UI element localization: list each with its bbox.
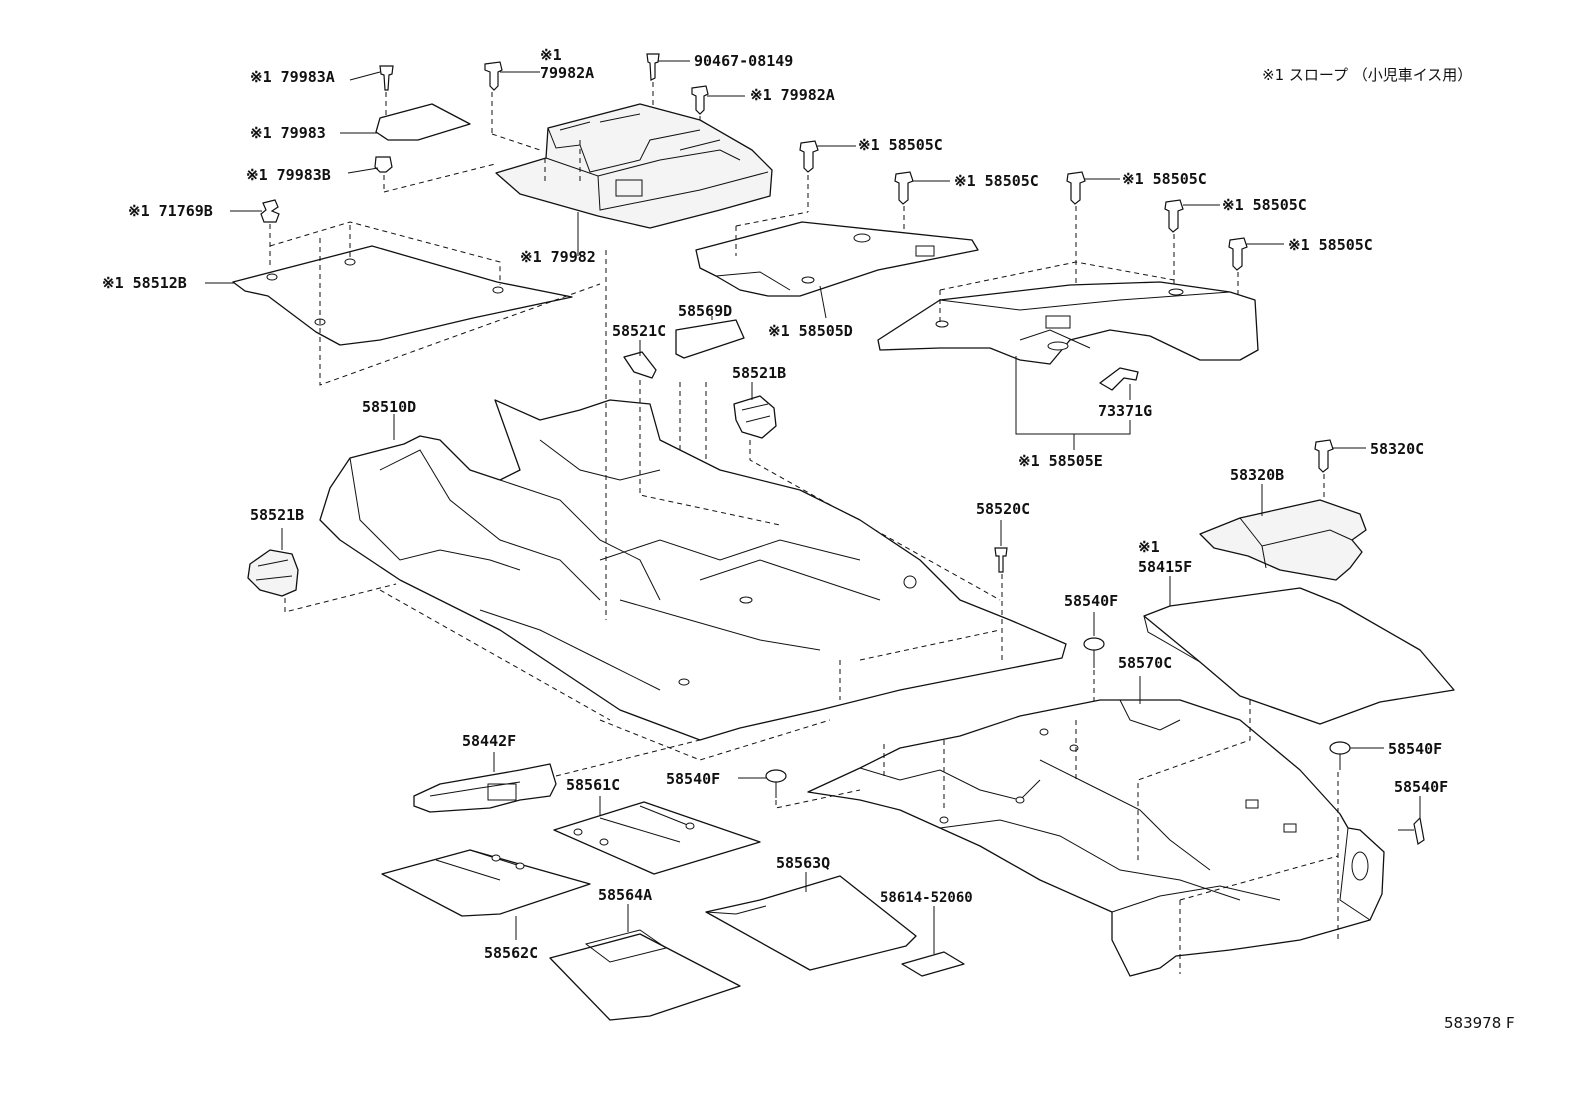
- label-79982a-right: ※1 79982A: [750, 86, 835, 104]
- clip-58540f-3: [738, 769, 787, 798]
- label-79983: ※1 79983: [250, 124, 326, 142]
- label-58614-52060: [901, 906, 965, 977]
- label-58512b: ※1 58512B: [102, 274, 187, 292]
- label-58561c: 58561C: [566, 776, 620, 794]
- label-58505d: ※1 58505D: [768, 322, 853, 340]
- label-58320b: 58320B: [1230, 466, 1284, 484]
- label-58521b-left: 58521B: [250, 506, 304, 524]
- clip-58505c-2: [894, 171, 950, 205]
- trim-58442f: [413, 752, 557, 813]
- floor-58570c: [807, 676, 1385, 977]
- label-58505c-5: ※1 58505C: [1288, 236, 1373, 254]
- label-58320c: 58320C: [1370, 440, 1424, 458]
- label-79982a-top-mark: ※1: [540, 46, 562, 64]
- clip-79982a-right: [691, 85, 745, 115]
- label-73371g: 73371G: [1098, 402, 1152, 420]
- label-79982: ※1 79982: [520, 248, 596, 266]
- clip-79983b: [347, 156, 393, 174]
- mat-58564a: [549, 904, 741, 1021]
- clip-58505c-3: [1066, 171, 1120, 205]
- label-79982a-top: 79982A: [540, 64, 594, 82]
- cover-58415f: [1143, 576, 1455, 725]
- label-58540f-2: 58540F: [1388, 740, 1442, 758]
- label-58521c: 58521C: [612, 322, 666, 340]
- label-58505e: ※1 58505E: [1018, 452, 1103, 470]
- label-58415f-mark: ※1: [1138, 538, 1160, 556]
- label-79983a: ※1 79983A: [250, 68, 335, 86]
- label-58505c-3: ※1 58505C: [1122, 170, 1207, 188]
- clip-58540f-2: [1329, 741, 1384, 770]
- label-58505c-1: ※1 58505C: [858, 136, 943, 154]
- label-58614-52060: 58614-52060: [880, 890, 973, 906]
- label-58505c-2: ※1 58505C: [954, 172, 1039, 190]
- label-58563q: 58563Q: [776, 854, 830, 872]
- cover-79982: [495, 103, 773, 256]
- label-58540f-4: 58540F: [1394, 778, 1448, 796]
- clip-79983a: [349, 65, 394, 91]
- label-58510d: 58510D: [362, 398, 416, 416]
- clip-58320c: [1314, 439, 1366, 473]
- legend-note: ※1 スロープ （小児車イス用）: [1262, 66, 1472, 84]
- mat-58512b: [205, 245, 573, 346]
- clip-58505c-1: [799, 140, 856, 173]
- label-71769b: ※1 71769B: [128, 202, 213, 220]
- plate-58505e: [877, 281, 1259, 365]
- clip-58505c-4: [1164, 199, 1220, 233]
- label-58415f: 58415F: [1138, 558, 1192, 576]
- label-58562c: 58562C: [484, 944, 538, 962]
- trim-73371g: [1099, 367, 1139, 400]
- bolt-90467: [646, 53, 690, 81]
- clip-58520c: [994, 520, 1008, 573]
- label-58505c-4: ※1 58505C: [1222, 196, 1307, 214]
- bracket-58521c: [623, 340, 657, 379]
- label-58442f: 58442F: [462, 732, 516, 750]
- mat-58562c: [381, 849, 591, 940]
- clip-71769b: [230, 199, 280, 223]
- label-58564a: 58564A: [598, 886, 652, 904]
- diagram-code: 583978 F: [1444, 1014, 1515, 1032]
- clip-58505c-5: [1228, 237, 1284, 271]
- clip-58540f-4: [1398, 796, 1425, 845]
- trim-58569d: [675, 316, 745, 359]
- label-79983b: ※1 79983B: [246, 166, 331, 184]
- cover-79983: [340, 103, 471, 141]
- plate-58505d: [695, 221, 979, 319]
- clip-79982a-top: [484, 61, 540, 91]
- label-58540f-3: 58540F: [666, 770, 720, 788]
- label-58521b-top: 58521B: [732, 364, 786, 382]
- label-58520c: 58520C: [976, 500, 1030, 518]
- mat-58561c: [553, 796, 761, 875]
- clip-58540f-1: [1083, 612, 1105, 668]
- label-58540f-1: 58540F: [1064, 592, 1118, 610]
- mat-58563q: [705, 872, 917, 971]
- label-58569d: 58569D: [678, 302, 732, 320]
- bracket-58521b-left: [247, 528, 299, 597]
- carpet-58510d: [319, 399, 1067, 741]
- bracket-58521b-top: [733, 382, 777, 439]
- label-90467-08149: 90467-08149: [694, 52, 793, 70]
- label-58570c: 58570C: [1118, 654, 1172, 672]
- cover-58320b: [1199, 484, 1367, 581]
